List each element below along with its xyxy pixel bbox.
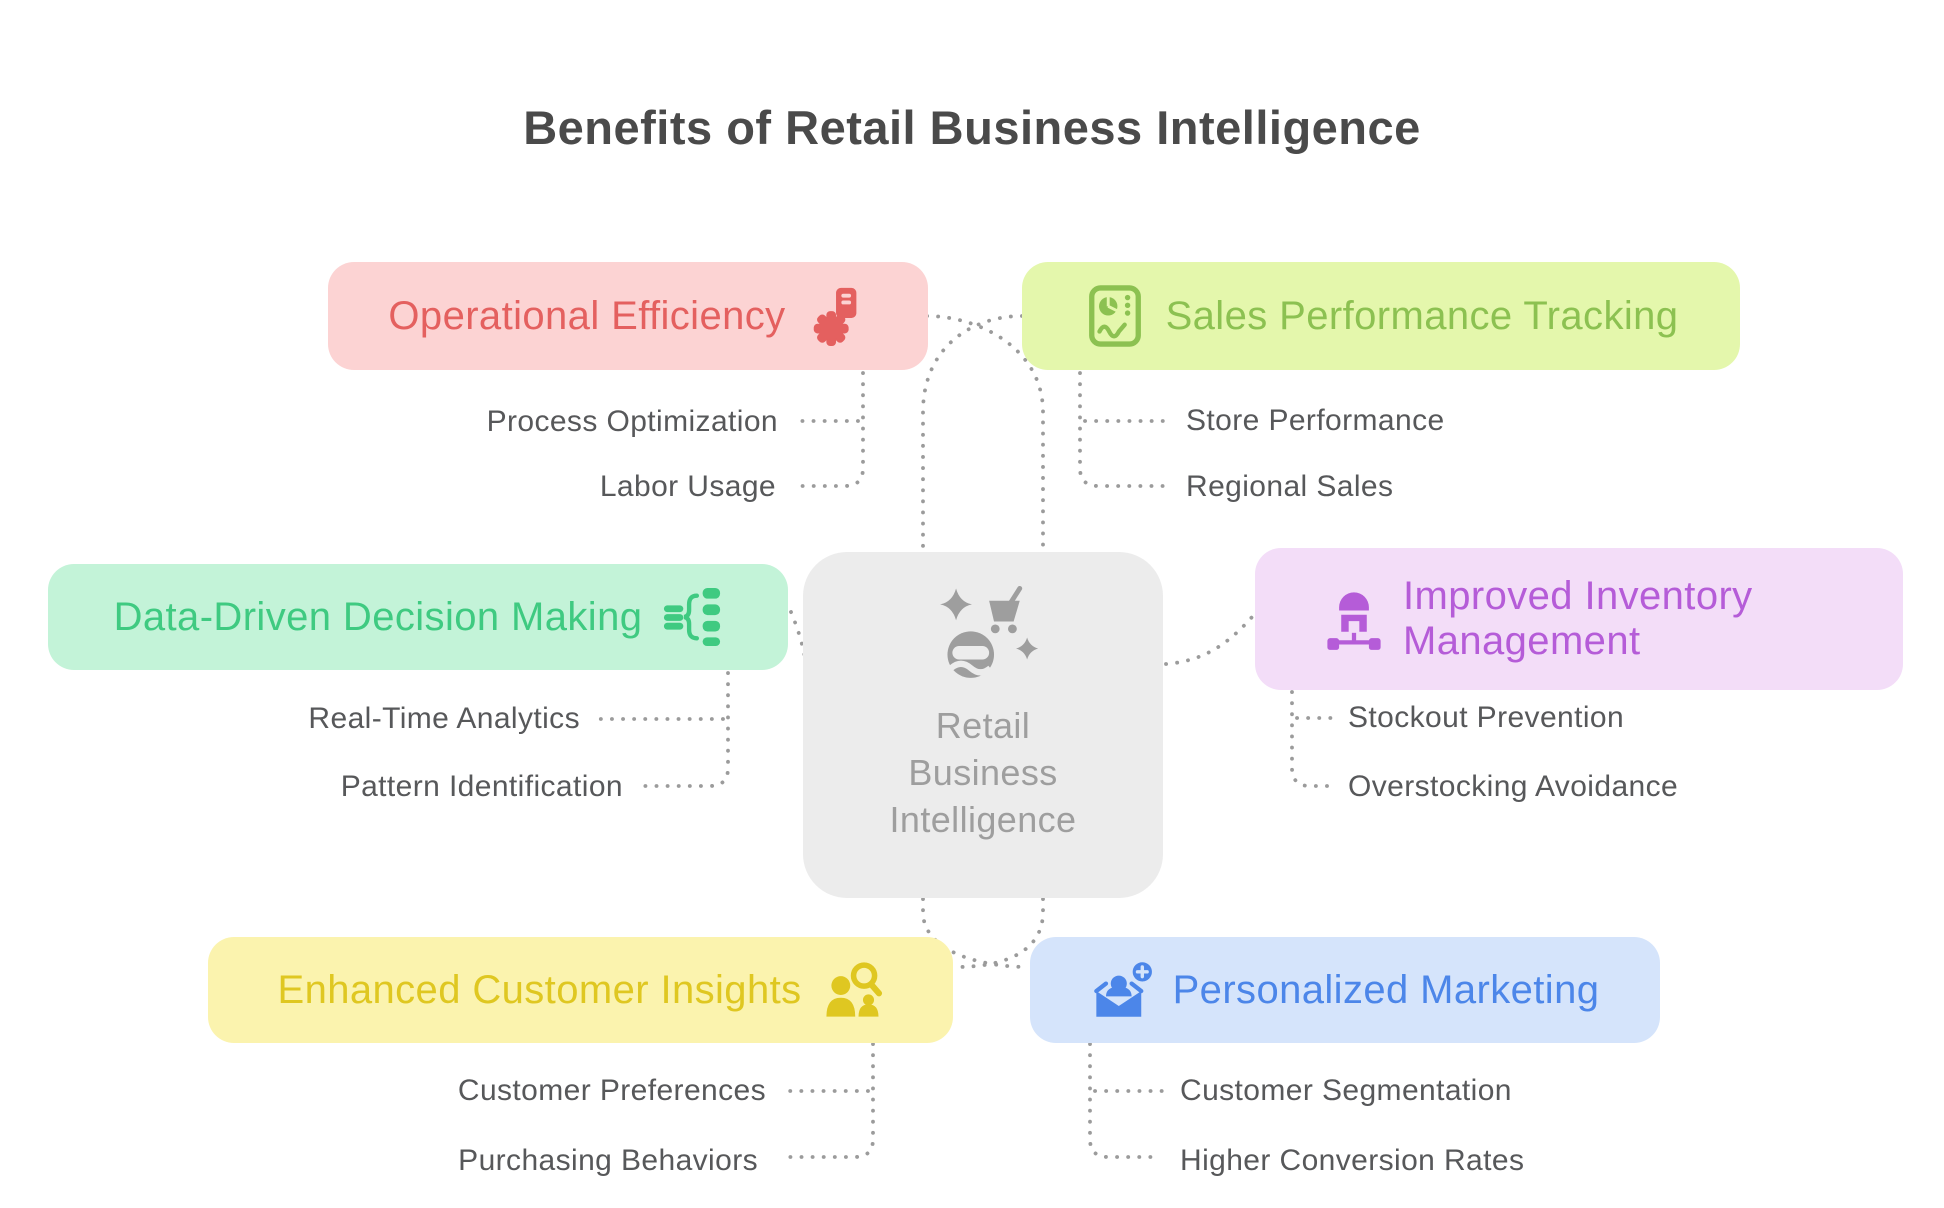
branch-label: Improved Inventory Management [1403,574,1753,663]
subtopic-labor-usage: Labor Usage [599,470,776,503]
branch-personalized-marketing: Personalized Marketing [1030,937,1660,1043]
gear-factory-icon [806,285,868,347]
subtopic-regional-sales: Regional Sales [1186,470,1394,503]
subtopic-higher-conversion-rates: Higher Conversion Rates [1180,1144,1525,1177]
report-chart-icon [1084,285,1146,347]
central-node: Retail Business Intelligence [803,552,1163,898]
subtopic-customer-segmentation: Customer Segmentation [1180,1074,1512,1107]
subtopic-customer-preferences: Customer Preferences [457,1074,766,1107]
subtopic-real-time-analytics: Real-Time Analytics [308,702,580,735]
branch-operational-efficiency: Operational Efficiency [328,262,928,370]
branch-label: Operational Efficiency [388,293,786,338]
subtopic-store-performance: Store Performance [1186,404,1445,437]
retail-sparkle-cart-icon [924,586,1042,689]
branch-enhanced-customer-insights: Enhanced Customer Insights [208,937,953,1043]
branch-label: Data-Driven Decision Making [113,594,643,639]
diagram-title: Benefits of Retail Business Intelligence [523,101,1421,154]
branch-label: Sales Performance Tracking [1165,293,1679,338]
subtopic-purchasing-behaviors: Purchasing Behaviors [458,1144,758,1177]
subtopic-process-optimization: Process Optimization [486,405,778,438]
branch-label: Enhanced Customer Insights [277,967,802,1012]
warehouse-sitemap-icon [1325,586,1383,652]
branch-improved-inventory-management: Improved Inventory Management [1255,548,1903,690]
branch-data-driven-decision-making: Data-Driven Decision Making [48,564,788,670]
customer-search-icon [822,960,884,1020]
database-flow-icon [662,586,722,648]
branch-label: Personalized Marketing [1172,967,1600,1012]
subtopic-overstocking-avoidance: Overstocking Avoidance [1348,770,1679,803]
branch-sales-performance-tracking: Sales Performance Tracking [1022,262,1740,370]
subtopic-pattern-identification: Pattern Identification [340,770,623,803]
central-node-label: Retail Business Intelligence [889,705,1077,840]
subtopic-stockout-prevention: Stockout Prevention [1348,701,1625,734]
marketing-audience-icon [1091,961,1153,1019]
